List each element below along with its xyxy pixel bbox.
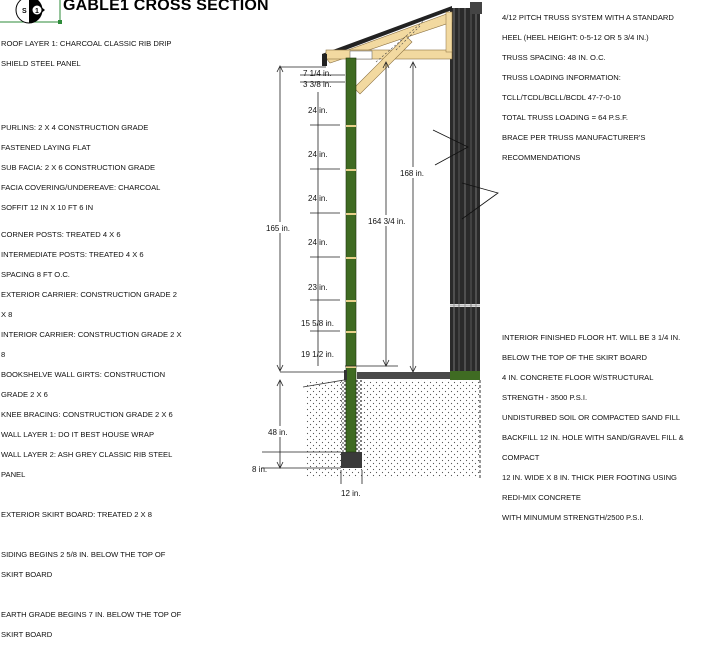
section-marker: S 1 xyxy=(0,0,62,24)
note-line: SPACING 8 FT O.C. xyxy=(1,270,70,279)
note-line: SIDING BEGINS 2 5/8 IN. BELOW THE TOP OF xyxy=(1,550,166,559)
dim-top1: 7 1/4 in. xyxy=(303,69,331,78)
soil xyxy=(305,380,481,478)
girts xyxy=(346,125,356,368)
note-line: WALL LAYER 1: DO IT BEST HOUSE WRAP xyxy=(1,430,155,439)
note-line: SHIELD STEEL PANEL xyxy=(1,59,81,68)
note-line: TCLL/TCDL/BCLL/BCDL 47-7-0-10 xyxy=(502,93,621,102)
dim-girt6: 15 5/8 in. xyxy=(301,319,334,328)
note-line: REDI-MIX CONCRETE xyxy=(502,493,581,502)
notes-framing: CORNER POSTS: TREATED 4 X 6 INTERMEDIATE… xyxy=(1,220,182,650)
section-letter: S xyxy=(22,8,27,15)
dim-interior-clear: 164 3/4 in. xyxy=(368,217,405,226)
note-line: TRUSS SPACING: 48 IN. O.C. xyxy=(502,53,606,62)
corner-post xyxy=(345,57,357,453)
note-line: TRUSS LOADING INFORMATION: xyxy=(502,73,621,82)
note-line: WITH MINUMUM STRENGTH/2500 P.S.I. xyxy=(502,513,644,522)
note-line: PURLINS: 2 X 4 CONSTRUCTION GRADE xyxy=(1,123,149,132)
note-line: EXTERIOR CARRIER: CONSTRUCTION GRADE 2 xyxy=(1,290,177,299)
interior-skirt xyxy=(450,371,480,380)
note-line: TOTAL TRUSS LOADING = 64 P.S.F. xyxy=(502,113,628,122)
note-line: BRACE PER TRUSS MANUFACTURER'S xyxy=(502,133,646,142)
note-line: PANEL xyxy=(1,470,26,479)
note-line: SOFFIT 12 IN X 10 FT 6 IN xyxy=(1,203,94,212)
note-line: ROOF LAYER 1: CHARCOAL CLASSIC RIB DRIP xyxy=(1,39,172,48)
notes-truss: 4/12 PITCH TRUSS SYSTEM WITH A STANDARD … xyxy=(502,3,674,173)
notes-purlins: PURLINS: 2 X 4 CONSTRUCTION GRADE FASTEN… xyxy=(1,113,160,223)
note-line: EARTH GRADE BEGINS 7 IN. BELOW THE TOP O… xyxy=(1,610,182,619)
siding-wall xyxy=(450,2,482,371)
note-line: INTERMEDIATE POSTS: TREATED 4 X 6 xyxy=(1,250,144,259)
pier-footing xyxy=(341,452,362,468)
dim-footing-width: 12 in. xyxy=(341,489,361,498)
notes-roof: ROOF LAYER 1: CHARCOAL CLASSIC RIB DRIP … xyxy=(1,29,171,79)
note-line: WALL LAYER 2: ASH GREY CLASSIC RIB STEEL xyxy=(1,450,173,459)
dim-footing-thickness: 8 in. xyxy=(252,465,267,474)
roof-truss xyxy=(322,6,453,95)
note-line: X 8 xyxy=(1,310,13,319)
dim-girt3: 24 in. xyxy=(308,194,328,203)
note-line: FACIA COVERING/UNDEREAVE: CHARCOAL xyxy=(1,183,161,192)
note-line: 4/12 PITCH TRUSS SYSTEM WITH A STANDARD xyxy=(502,13,674,22)
note-line: SUB FACIA: 2 X 6 CONSTRUCTION GRADE xyxy=(1,163,156,172)
page-title: GABLE1 CROSS SECTION xyxy=(63,0,269,14)
note-line: KNEE BRACING: CONSTRUCTION GRADE 2 X 6 xyxy=(1,410,173,419)
note-line: 4 IN. CONCRETE FLOOR W/STRUCTURAL xyxy=(502,373,654,382)
dim-interior-peak: 168 in. xyxy=(400,169,424,178)
note-line: INTERIOR CARRIER: CONSTRUCTION GRADE 2 X xyxy=(1,330,182,339)
note-line: HEEL (HEEL HEIGHT: 0-5-12 OR 5 3/4 IN.) xyxy=(502,33,649,42)
dimension-labels xyxy=(266,167,426,437)
note-line: FASTENED LAYING FLAT xyxy=(1,143,91,152)
note-line: INTERIOR FINISHED FLOOR HT. WILL BE 3 1/… xyxy=(502,333,681,342)
note-line: SKIRT BOARD xyxy=(1,570,53,579)
notes-foundation: INTERIOR FINISHED FLOOR HT. WILL BE 3 1/… xyxy=(502,323,684,533)
note-line: RECOMMENDATIONS xyxy=(502,153,581,162)
note-line: BELOW THE TOP OF THE SKIRT BOARD xyxy=(502,353,648,362)
note-line: STRENGTH - 3500 P.S.I. xyxy=(502,393,588,402)
note-line: CORNER POSTS: TREATED 4 X 6 xyxy=(1,230,121,239)
note-line: SKIRT BOARD xyxy=(1,630,53,639)
dim-girt4: 24 in. xyxy=(308,238,328,247)
note-line: UNDISTURBED SOIL OR COMPACTED SAND FILL xyxy=(502,413,681,422)
dim-girt2: 24 in. xyxy=(308,150,328,159)
note-line: BACKFILL 12 IN. HOLE WITH SAND/GRAVEL FI… xyxy=(502,433,684,442)
dim-girt1: 24 in. xyxy=(308,106,328,115)
note-line: EXTERIOR SKIRT BOARD: TREATED 2 X 8 xyxy=(1,510,152,519)
dim-girt5: 23 in. xyxy=(308,283,328,292)
dim-overall: 165 in. xyxy=(266,224,290,233)
cross-section-drawing: S 1 xyxy=(0,0,499,498)
note-line: 8 xyxy=(1,350,6,359)
note-line: BOOKSHELVE WALL GIRTS: CONSTRUCTION xyxy=(1,370,166,379)
skirt-board xyxy=(344,370,347,380)
dim-top2: 3 3/8 in. xyxy=(303,80,331,89)
dim-girt7: 19 1/2 in. xyxy=(301,350,334,359)
dimension-lines xyxy=(262,61,417,484)
concrete-floor xyxy=(357,372,450,379)
dim-post-depth: 48 in. xyxy=(268,428,288,437)
section-number: 1 xyxy=(35,8,39,15)
note-line: GRADE 2 X 6 xyxy=(1,390,48,399)
note-line: COMPACT xyxy=(502,453,540,462)
note-line: 12 IN. WIDE X 8 IN. THICK PIER FOOTING U… xyxy=(502,473,677,482)
